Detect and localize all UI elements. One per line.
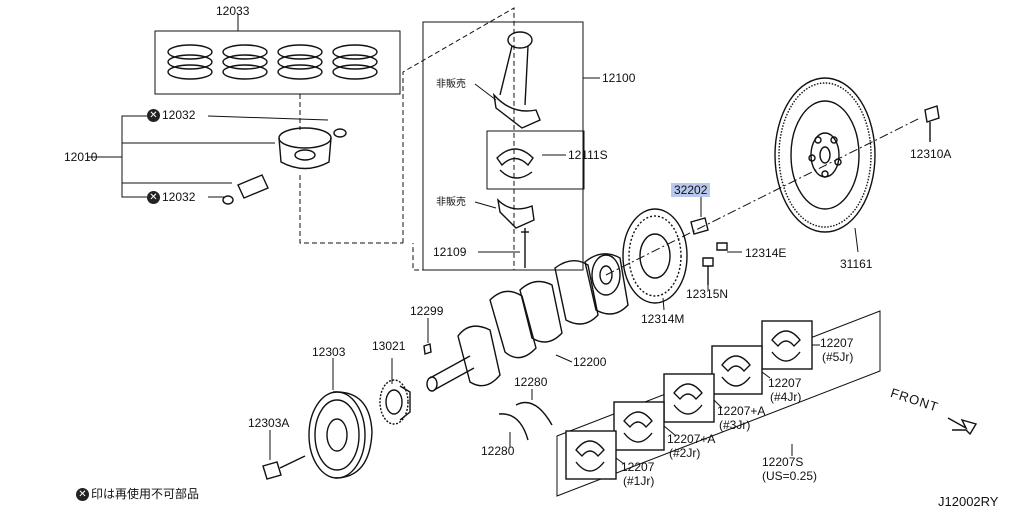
part-12207-j4-number: 12207 <box>768 376 802 390</box>
part-12314e-label: 12314E <box>745 246 787 260</box>
part-12207-j1-label: 12207 (#1Jr) <box>621 460 654 488</box>
front-arrow-icon <box>947 417 978 436</box>
thrust-washer-upper <box>515 401 553 426</box>
part-12033-label: 12033 <box>216 4 250 18</box>
piston-ring-set <box>167 44 378 80</box>
x-circle-icon: ✕ <box>76 488 89 502</box>
part-12315n-label: 12315N <box>686 287 729 301</box>
part-32202-label: 32202 <box>671 183 711 197</box>
part-12207-j1-number: 12207 <box>621 460 655 474</box>
part-12207a-j2-label: 12207+A (#2Jr) <box>667 432 715 460</box>
part-12207a-j3-note: (#3Jr) <box>719 418 751 432</box>
rod-bolt <box>521 228 529 268</box>
piston <box>278 127 347 170</box>
pulley-bolt <box>262 455 306 480</box>
part-12299-label: 12299 <box>410 304 444 318</box>
flywheel <box>774 77 876 233</box>
connecting-rod <box>492 31 541 129</box>
connecting-rod-box <box>422 21 584 271</box>
not-sold-label-cap: 非販売 <box>436 197 466 208</box>
part-12100-label: 12100 <box>602 71 636 85</box>
drawing-code: J12002RY <box>938 494 999 509</box>
bolt-12314e <box>716 242 728 251</box>
crank-sprocket <box>379 379 411 425</box>
part-12207-j1-note: (#1Jr) <box>623 474 655 488</box>
main-bearings <box>565 320 813 480</box>
part-12207-j5-note: (#5Jr) <box>822 350 854 364</box>
piston-ring-box <box>154 30 401 95</box>
part-12314m-label: 12314M <box>641 312 685 326</box>
part-12200-label: 12200 <box>573 355 607 369</box>
bolt-12315n <box>702 257 714 285</box>
part-12280-lower-label: 12280 <box>481 444 515 458</box>
part-12207-j4-note: (#4Jr) <box>770 390 802 404</box>
part-12010-label: 12010 <box>64 150 98 164</box>
part-12109-label: 12109 <box>433 245 467 259</box>
part-12207-j5-number: 12207 <box>820 336 854 350</box>
legend: ✕印は再使用不可部品 <box>76 487 200 502</box>
part-12207a-j2-number: 12207+A <box>667 432 716 446</box>
crank-pulley <box>308 391 373 479</box>
rod-cap <box>496 197 535 229</box>
piston-pin <box>222 174 269 205</box>
part-31161-label: 31161 <box>840 257 873 271</box>
part-13021-label: 13021 <box>372 339 406 353</box>
rod-bearing <box>496 148 534 179</box>
part-12032-lower-label: ✕12032 <box>147 190 196 205</box>
part-12280-upper-label: 12280 <box>514 375 548 389</box>
part-12207a-j2-note: (#2Jr) <box>669 446 701 460</box>
part-12032-upper-label: ✕12032 <box>147 108 196 123</box>
part-12032-upper-text: 12032 <box>162 108 196 122</box>
part-12303a-label: 12303A <box>248 416 290 430</box>
legend-text: 印は再使用不可部品 <box>91 487 200 501</box>
part-12032-lower-text: 12032 <box>162 190 196 204</box>
bearing-box <box>486 130 585 190</box>
part-12207s-label: 12207S (US=0.25) <box>762 455 817 483</box>
pilot-bushing <box>690 217 709 235</box>
signal-plate <box>622 208 688 304</box>
part-12207s-note: (US=0.25) <box>762 469 818 483</box>
part-12207s-number: 12207S <box>762 455 804 469</box>
part-12207-j4-label: 12207 (#4Jr) <box>768 376 801 404</box>
x-circle-icon: ✕ <box>147 191 160 205</box>
part-12207-j5-label: 12207 (#5Jr) <box>820 336 853 364</box>
not-sold-label-rod: 非販売 <box>436 79 466 90</box>
thrust-washer-lower <box>498 413 529 441</box>
part-12111s-label: 12111S <box>568 148 608 162</box>
crankshaft <box>426 253 629 392</box>
part-12303-label: 12303 <box>312 345 346 359</box>
part-12207a-j3-label: 12207+A (#3Jr) <box>717 404 765 432</box>
x-circle-icon: ✕ <box>147 109 160 123</box>
part-12207a-j3-number: 12207+A <box>717 404 766 418</box>
flywheel-bolt <box>924 105 940 142</box>
woodruff-key <box>423 343 432 355</box>
part-12310a-label: 12310A <box>910 147 952 161</box>
